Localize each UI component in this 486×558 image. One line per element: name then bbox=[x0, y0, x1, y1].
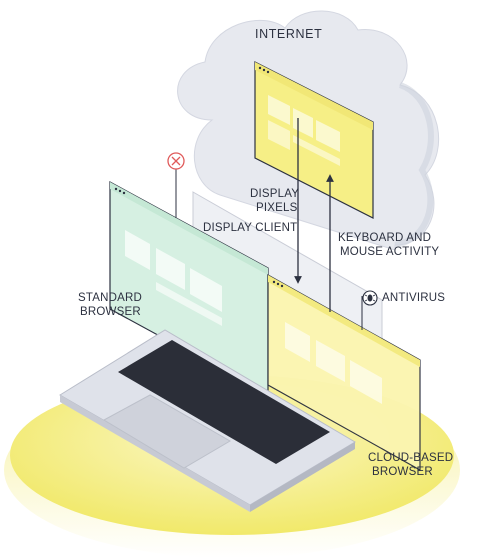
keyboard-mouse-label-line2: MOUSE ACTIVITY bbox=[340, 246, 440, 258]
bug-icon bbox=[361, 290, 378, 330]
standard-browser-label-line1: STANDARD bbox=[78, 292, 143, 304]
blocked-icon bbox=[167, 152, 185, 218]
display-pixels-label-line1: DISPLAY bbox=[250, 188, 300, 200]
keyboard-mouse-label-line1: KEYBOARD AND bbox=[338, 232, 432, 244]
standard-browser-window bbox=[109, 180, 269, 397]
laptop bbox=[59, 329, 356, 512]
cloud-browser-label-line1: CLOUD-BASED bbox=[368, 452, 454, 464]
internet-window bbox=[254, 61, 374, 219]
display-client-label: DISPLAY CLIENT bbox=[203, 222, 298, 234]
internet-label: INTERNET bbox=[255, 27, 323, 41]
display-pixels-label-line2: PIXELS bbox=[256, 202, 298, 214]
cloud-based-browser-window bbox=[267, 273, 421, 472]
standard-browser-label-line2: BROWSER bbox=[80, 306, 141, 318]
antivirus-label: ANTIVIRUS bbox=[382, 292, 446, 304]
cloud-browser-label-line2: BROWSER bbox=[372, 466, 433, 478]
